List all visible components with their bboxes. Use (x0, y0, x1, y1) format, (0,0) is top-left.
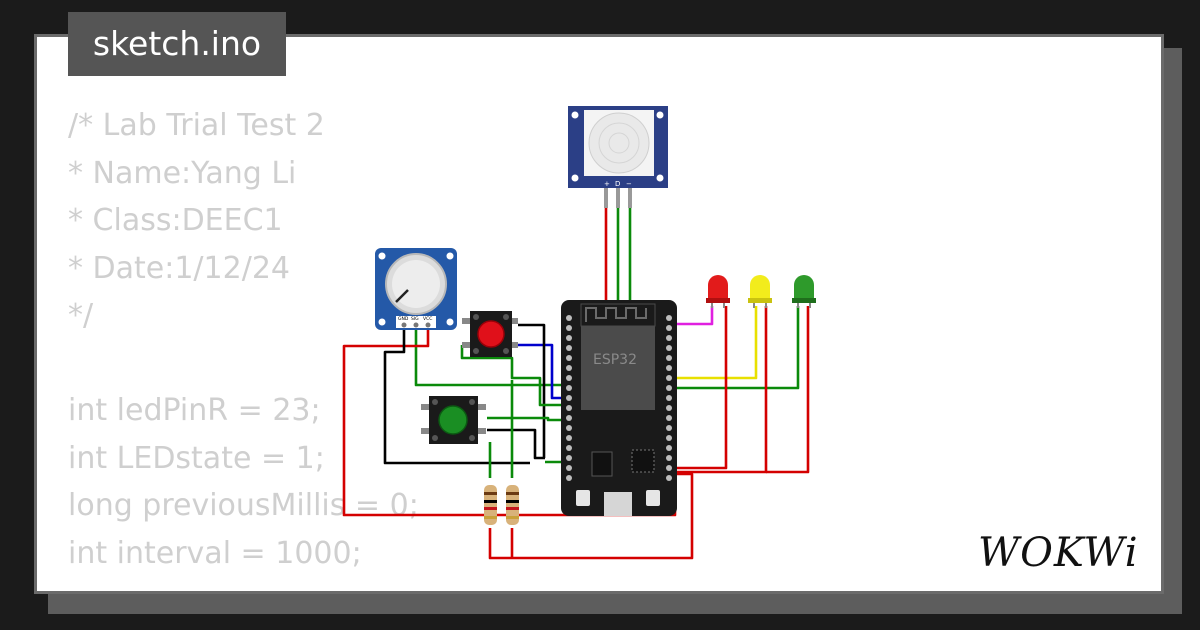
code-line: int ledPinR = 23; (68, 393, 321, 428)
code-line: int LEDstate = 1; (68, 440, 325, 476)
code-line: * Name:Yang Li (68, 155, 297, 191)
esp32-pins-left (566, 315, 572, 481)
code-line: /* Lab Trial Test 2 (68, 108, 325, 143)
pir-pin-label: − (626, 180, 632, 188)
code-snippet: /* Lab Trial Test 2 * Name:Yang Li * Class… (68, 102, 419, 577)
led-green[interactable] (792, 275, 816, 308)
pushbutton-red[interactable] (462, 311, 518, 357)
esp32-pins-right (666, 315, 672, 481)
wire-btn-green-out (487, 416, 570, 422)
wire-led-red (670, 306, 714, 326)
esp32-boot-button[interactable] (576, 490, 590, 506)
code-line: long previousMillis = 0; (68, 488, 419, 523)
wokwi-logo-text: WOKWi (978, 530, 1139, 576)
pir-pin-label: + (604, 180, 610, 188)
esp32-en-button[interactable] (646, 490, 660, 506)
usb-port (604, 492, 632, 516)
code-line: * Date:1/12/24 (68, 250, 290, 286)
wire-pot-gnd (383, 326, 530, 465)
code-line: * Class:DEEC1 (68, 203, 283, 238)
pushbutton-green[interactable] (421, 396, 486, 444)
resistor-1[interactable] (484, 485, 497, 525)
led-red[interactable] (706, 275, 730, 308)
pot-pin-label: VCC (423, 316, 432, 322)
wire-res-bottom (488, 472, 694, 560)
pot-pin-label: GND (398, 316, 409, 322)
code-line: */ (68, 298, 94, 333)
esp32-label: ESP32 (593, 352, 637, 368)
wire-led-red-gnd (672, 306, 728, 470)
led-yellow[interactable] (748, 275, 772, 308)
resistor-2[interactable] (506, 485, 519, 525)
esp32-antenna-trace (585, 307, 647, 322)
wire-led-green (670, 306, 800, 390)
esp32-regulator (591, 451, 613, 477)
code-line: int interval = 1000; (68, 535, 362, 571)
pir-sensor[interactable]: + D − (568, 106, 668, 208)
wire-pir-signal (414, 188, 620, 387)
esp32-usb-chip (631, 449, 655, 473)
pot-pin-label: SIG (411, 316, 419, 322)
wire-led-green-gnd (766, 306, 810, 474)
wire-btn-green-gnd (487, 428, 545, 460)
wokwi-logo: WOKWi (978, 530, 1139, 576)
wire-led-yellow (670, 306, 758, 380)
esp32-board[interactable]: ESP32 (561, 300, 677, 516)
pot-knob-indicator (395, 289, 409, 303)
wire-btn-red-gnd (518, 323, 546, 458)
potentiometer[interactable]: GND SIG VCC (375, 248, 457, 330)
wire-btn-red-in (460, 345, 570, 407)
file-tab[interactable]: sketch.ino (68, 12, 286, 76)
pir-pin-label: D (615, 180, 620, 188)
